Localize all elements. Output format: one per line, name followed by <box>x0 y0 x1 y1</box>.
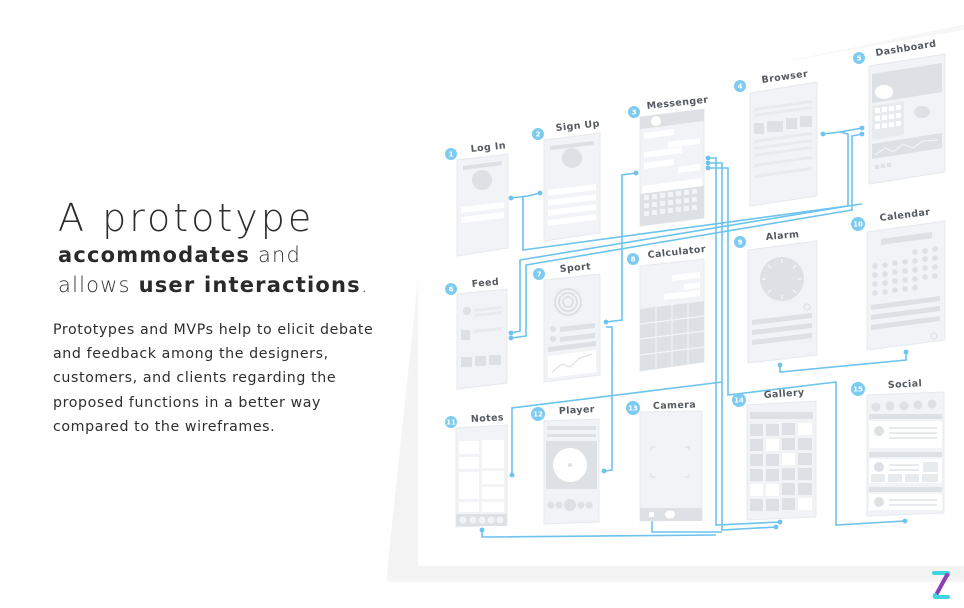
headline-text: . <box>360 273 369 297</box>
step-number: 2 <box>536 131 541 139</box>
step-number: 3 <box>632 109 637 117</box>
screen-messenger[interactable]: 3 Messenger <box>628 95 709 227</box>
screen-calendar[interactable]: 10 Calendar <box>851 207 946 351</box>
screen-notes[interactable]: 11 Notes <box>445 412 508 528</box>
step-badge <box>532 128 544 140</box>
headline-line-2: accommodates and <box>58 240 369 270</box>
screen-label: Sport <box>559 261 591 275</box>
screen-social[interactable]: 15 Social <box>851 378 945 517</box>
headline: A prototype accommodates and allows user… <box>58 196 369 300</box>
screen-dashboard[interactable]: 5 Dashboard <box>853 38 946 185</box>
screen-player[interactable]: 12 Player <box>531 404 600 525</box>
screen-label: Notes <box>471 412 505 425</box>
page-title: A prototype <box>58 196 315 240</box>
step-badge <box>853 52 865 64</box>
headline-text: allows <box>58 273 139 297</box>
screen-browser[interactable]: 4 Browser <box>734 69 818 207</box>
screen-label: Camera <box>653 399 697 412</box>
step-number: 4 <box>738 83 743 91</box>
step-badge <box>445 283 457 295</box>
screen-label: Alarm <box>765 229 799 243</box>
step-number: 10 <box>853 221 863 229</box>
step-badge <box>851 382 865 396</box>
step-number: 1 <box>449 151 454 159</box>
headline-emphasis-accommodates: accommodates <box>58 243 251 267</box>
step-badge <box>445 148 457 160</box>
screen-gallery[interactable]: 14 Gallery <box>732 387 817 521</box>
screen-label: Gallery <box>763 387 805 401</box>
description-paragraph: Prototypes and MVPs help to elicit debat… <box>53 322 374 435</box>
screen-label: Calculator <box>647 244 706 261</box>
screen-label: Log In <box>470 140 506 155</box>
screen-camera[interactable]: 13 Camera <box>626 399 703 522</box>
screen-label: Calendar <box>879 207 931 224</box>
step-badge <box>628 106 640 118</box>
step-number: 14 <box>734 397 744 405</box>
headline-text: and <box>250 243 302 267</box>
screen-calculator[interactable]: 8 Calculator <box>627 244 706 372</box>
step-badge <box>734 236 746 248</box>
step-badge <box>732 393 746 407</box>
step-badge <box>851 217 865 231</box>
step-badge <box>627 253 639 265</box>
step-badge <box>445 416 457 428</box>
screen-signup[interactable]: 2 Sign Up <box>532 118 601 242</box>
step-number: 7 <box>537 271 542 279</box>
step-number: 11 <box>446 419 456 427</box>
screen-login[interactable]: 1 Log In <box>445 140 509 257</box>
screen-label: Sign Up <box>555 118 600 134</box>
step-number: 13 <box>628 405 638 413</box>
step-number: 12 <box>533 411 543 419</box>
screen-sport[interactable]: 7 Sport <box>533 261 601 383</box>
step-number: 15 <box>853 386 863 394</box>
screen-label: Dashboard <box>875 38 938 58</box>
connector-lines <box>479 125 909 538</box>
gallery-grid <box>750 423 812 511</box>
step-number: 8 <box>631 256 636 264</box>
headline-emphasis-user-interactions: user interactions <box>138 273 361 297</box>
step-badge <box>626 401 640 415</box>
screen-feed[interactable]: 6 Feed <box>445 277 508 390</box>
step-number: 6 <box>449 286 454 294</box>
screen-label: Social <box>888 378 923 391</box>
screen-label: Player <box>559 404 596 417</box>
z-logo-icon <box>932 571 951 599</box>
step-badge <box>531 407 545 421</box>
step-badge <box>533 268 545 280</box>
step-number: 5 <box>857 55 862 63</box>
step-badge <box>734 80 746 92</box>
screen-label: Browser <box>761 69 809 86</box>
headline-line-3: allows user interactions. <box>58 270 369 300</box>
step-number: 9 <box>738 239 743 247</box>
screen-alarm[interactable]: 9 Alarm <box>734 229 818 364</box>
screen-label: Feed <box>471 277 499 290</box>
